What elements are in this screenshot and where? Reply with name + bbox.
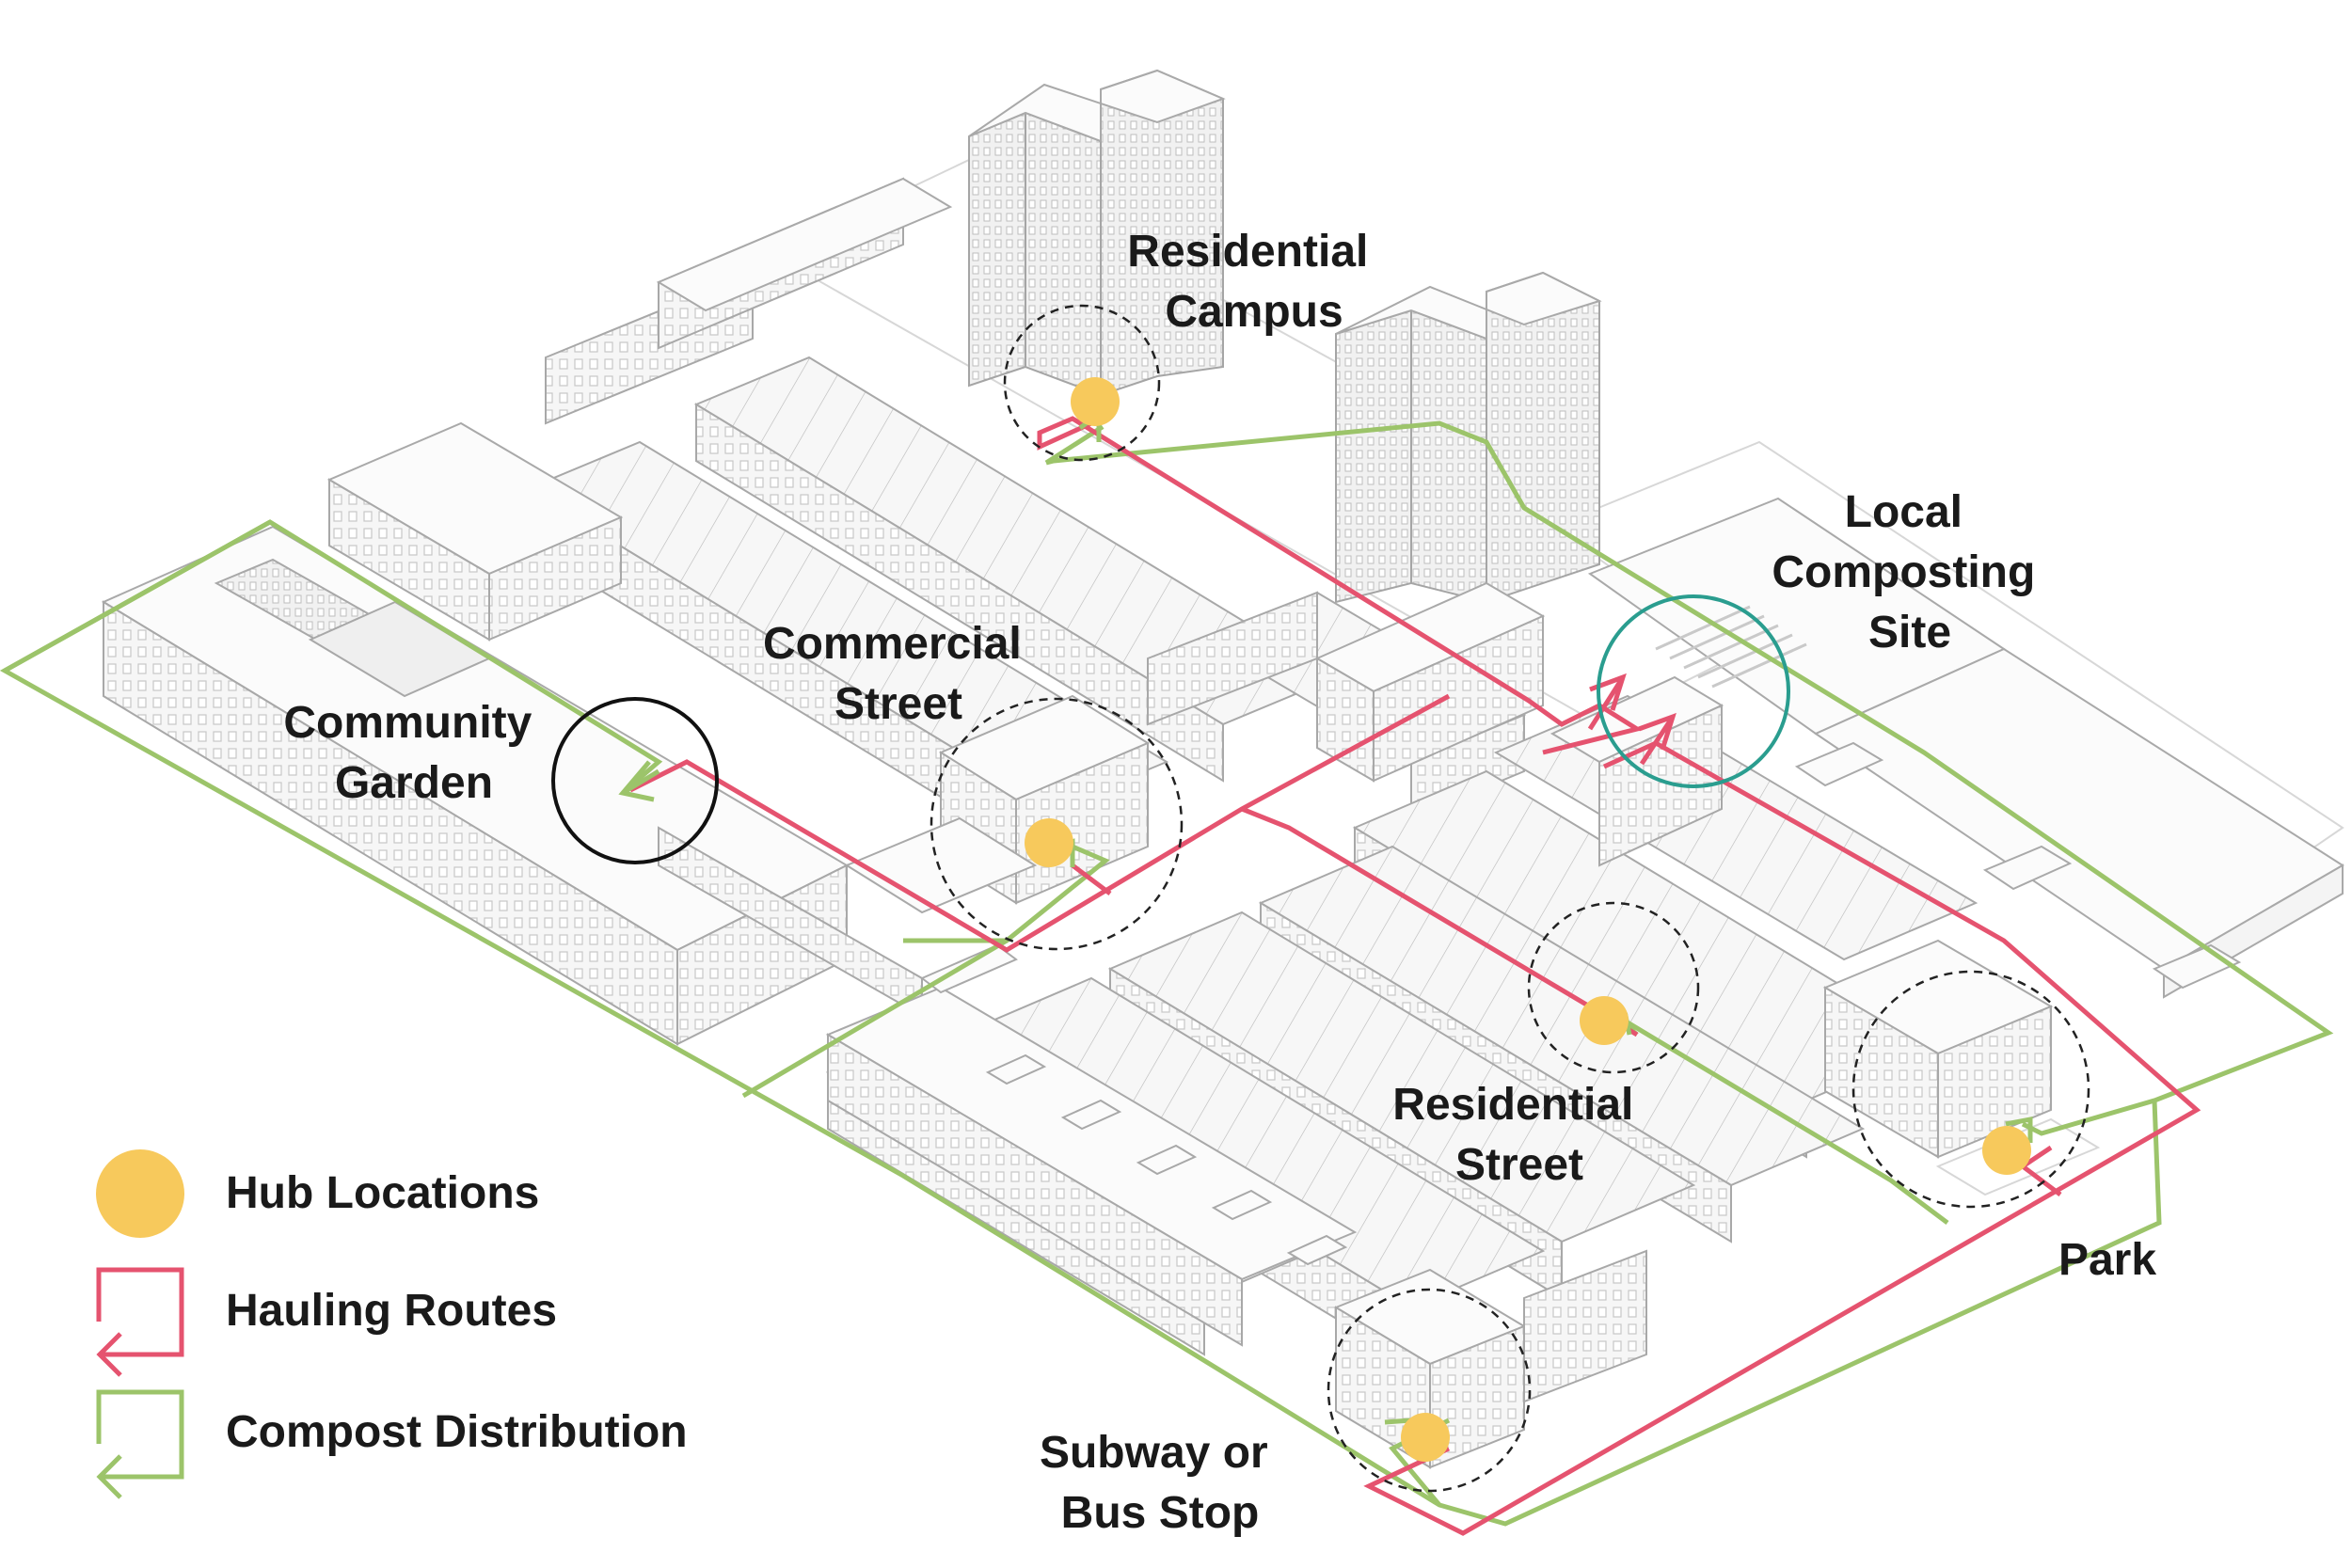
hub-dot-residential-street	[1580, 996, 1629, 1045]
legend-item-compost: Compost Distribution	[99, 1392, 688, 1497]
legend-label-hub: Hub Locations	[226, 1168, 539, 1218]
label-park: Park	[2058, 1235, 2156, 1285]
hub-dot-residential-campus	[1071, 377, 1120, 426]
legend: Hub Locations Hauling Routes Compost Dis…	[96, 1149, 688, 1497]
legend-item-hauling: Hauling Routes	[99, 1270, 557, 1375]
hub-dot-subway-bus-stop	[1401, 1413, 1450, 1462]
legend-label-hauling: Hauling Routes	[226, 1286, 557, 1336]
legend-item-hub: Hub Locations	[96, 1149, 539, 1238]
hub-swatch-icon	[96, 1149, 184, 1238]
hub-dot-park	[1982, 1126, 2031, 1175]
legend-label-compost: Compost Distribution	[226, 1407, 688, 1457]
hauling-swatch-icon	[99, 1270, 182, 1375]
hub-dot-commercial-street	[1025, 818, 1073, 867]
compost-swatch-icon	[99, 1392, 182, 1497]
label-subway-bus-stop: Subway or Bus Stop	[1040, 1428, 1280, 1538]
